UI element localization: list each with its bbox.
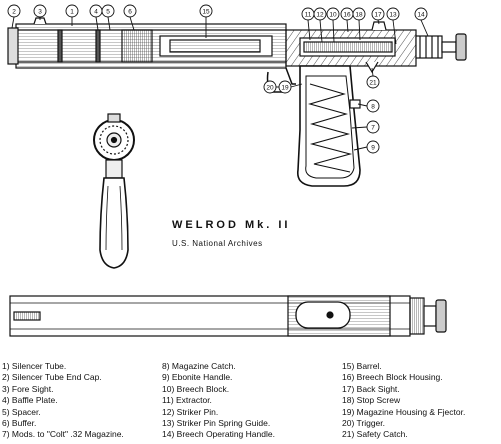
silencer-end-cap [7, 27, 19, 65]
plan-view-cap [409, 297, 425, 335]
legend-item: 18) Stop Screw [342, 395, 401, 406]
callout-12: 12 [316, 12, 324, 19]
callout-6: 6 [128, 9, 132, 16]
legend-item: 5) Spacer. [2, 406, 41, 417]
legend-item: 20) Trigger. [342, 418, 385, 429]
legend-item: 15) Barrel. [342, 361, 382, 371]
side-cutaway-view [7, 17, 467, 187]
legend-item: 1) Silencer Tube. [2, 361, 67, 371]
callout-19: 19 [281, 85, 289, 92]
legend-item: 7) Mods. to "Colt" .32 Magazine. [2, 429, 124, 440]
safety-catch [365, 61, 379, 74]
legend-item: 2) Silencer Tube End Cap. [2, 372, 102, 383]
legend-item: 4) Baffle Plate. [2, 395, 58, 406]
legend-item: 11) Extractor. [162, 395, 212, 406]
source-credit: U.S. National Archives [172, 239, 263, 248]
side-callouts [263, 67, 380, 154]
legend-column-2: 8) Magazine Catch. 9) Ebonite Handle. 10… [162, 361, 275, 441]
callout-8: 8 [371, 104, 375, 111]
legend-item: 3) Fore Sight. [2, 383, 54, 394]
callout-18: 18 [355, 12, 363, 19]
callout-10: 10 [329, 12, 337, 19]
callout-20: 20 [266, 85, 274, 92]
legend-item: 21) Safety Catch. [342, 429, 408, 440]
legend-item: 10) Breech Block. [162, 383, 230, 394]
callout-17: 17 [374, 12, 382, 19]
callout-9: 9 [371, 145, 375, 152]
legend-item: 19) Magazine Housing & Fjector. [342, 406, 466, 417]
legend-column-3: 15) Barrel. 16) Breech Block Housing. 17… [342, 361, 465, 441]
legend-item: 14) Breech Operating Handle. [162, 429, 275, 440]
rear-view-grip [99, 177, 129, 269]
legend-column-1: 1) Silencer Tube. 2) Silencer Tube End C… [2, 361, 124, 441]
callout-16: 16 [343, 12, 351, 19]
callout-numbers: 2 3 1 4 5 6 15 11 12 10 16 18 17 13 14 8… [12, 9, 425, 152]
legend-item: 8) Magazine Catch. [162, 361, 236, 371]
legend-item: 17) Back Sight. [342, 383, 400, 394]
callout-14: 14 [417, 12, 425, 19]
legend-item: 9) Ebonite Handle. [162, 372, 233, 383]
callout-5: 5 [106, 9, 110, 16]
title-block: WELROD Mk. II U.S. National Archives [172, 219, 322, 248]
callout-21: 21 [369, 80, 377, 87]
drawing-title: WELROD Mk. II [172, 219, 291, 231]
legend-item: 6) Buffer. [2, 418, 37, 429]
top-callouts [7, 4, 429, 45]
callout-7: 7 [371, 125, 375, 132]
legend-item: 13) Striker Pin Spring Guide. [162, 418, 271, 429]
callout-1: 1 [70, 9, 74, 16]
legend-item: 16) Breech Block Housing. [342, 372, 443, 383]
plan-view [9, 295, 447, 337]
callout-2: 2 [12, 9, 16, 16]
callout-13: 13 [389, 12, 397, 19]
callout-11: 11 [305, 12, 312, 19]
back-sight [371, 21, 387, 31]
magazine-spring [307, 83, 353, 173]
callout-15: 15 [202, 9, 210, 16]
callout-4: 4 [94, 9, 98, 16]
callout-3: 3 [38, 9, 42, 16]
legend-item: 12) Striker Pin. [162, 406, 219, 417]
rear-view [93, 113, 135, 269]
